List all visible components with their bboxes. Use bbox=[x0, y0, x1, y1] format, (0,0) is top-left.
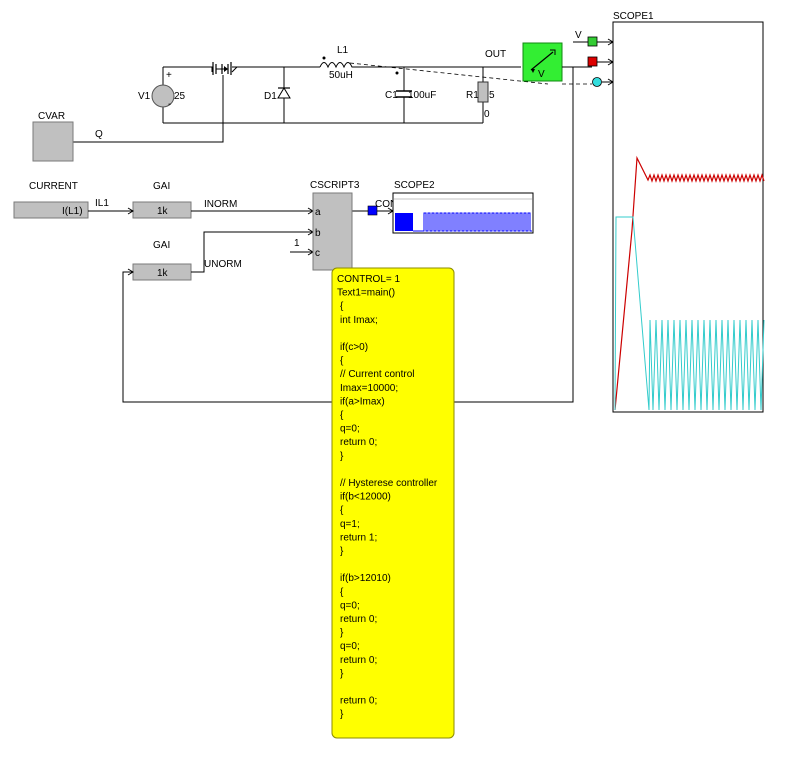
out-node-label: OUT bbox=[485, 49, 506, 60]
code-line: return 0; bbox=[340, 614, 377, 625]
code-line: { bbox=[340, 301, 344, 312]
gai2-value: 1k bbox=[157, 268, 169, 279]
v1-name: V1 bbox=[138, 91, 151, 102]
probe-lines bbox=[349, 62, 592, 85]
code-line: return 0; bbox=[340, 696, 377, 707]
code-line: return 1; bbox=[340, 532, 377, 543]
probe-red-square[interactable] bbox=[587, 56, 598, 67]
code-line: // Hysterese controller bbox=[340, 478, 438, 489]
gai1-output-label: INORM bbox=[204, 199, 237, 210]
code-line: q=1; bbox=[340, 519, 360, 530]
scope2-name: SCOPE2 bbox=[394, 180, 435, 191]
c1-name: C1 bbox=[385, 90, 398, 101]
code-line: } bbox=[340, 546, 344, 557]
capacitor-c1[interactable]: C1 100uF bbox=[385, 71, 436, 102]
gai1-name: GAI bbox=[153, 181, 170, 192]
power-circuit bbox=[73, 66, 521, 143]
scope2-initial-pulse bbox=[395, 213, 413, 231]
code-line: { bbox=[340, 356, 344, 367]
cscript-name: CSCRIPT3 bbox=[310, 180, 360, 191]
scope1-cyan-trace bbox=[614, 216, 765, 411]
scope1-probe-label: V bbox=[575, 30, 582, 41]
scope1-traces bbox=[614, 155, 765, 411]
v1-value: 25 bbox=[174, 91, 186, 102]
code-line: } bbox=[340, 709, 344, 720]
l1-value: 50uH bbox=[329, 70, 353, 81]
voltage-source-v1[interactable]: + - V1 25 bbox=[138, 70, 186, 110]
cvar-output-label: Q bbox=[95, 129, 103, 140]
code-line: if(b<12000) bbox=[340, 492, 391, 503]
code-line: } bbox=[340, 628, 344, 639]
v1-plus-sign: + bbox=[166, 70, 172, 81]
scope2-trace bbox=[395, 212, 532, 232]
code-line: if(c>0) bbox=[340, 342, 368, 353]
code-line: { bbox=[340, 410, 344, 421]
inductor-l1[interactable]: L1 50uH bbox=[319, 45, 358, 81]
code-line: Imax=10000; bbox=[340, 383, 398, 394]
scope1-inputs: V bbox=[573, 30, 614, 87]
r1-value: 5 bbox=[489, 90, 495, 101]
control-wires bbox=[88, 67, 574, 403]
code-line: { bbox=[340, 505, 344, 516]
code-line: } bbox=[340, 451, 344, 462]
current-block[interactable]: CURRENT I(L1) IL1 bbox=[13, 181, 109, 219]
r1-name: R1 bbox=[466, 90, 479, 101]
code-line: if(a>Imax) bbox=[340, 396, 385, 407]
current-output-label: IL1 bbox=[95, 198, 109, 209]
cscript-port-a: a bbox=[315, 207, 321, 218]
voltmeter-label: V bbox=[538, 69, 545, 80]
control-output-square[interactable] bbox=[367, 205, 378, 216]
ground-label: 0 bbox=[484, 109, 490, 120]
scope2-pulse-train bbox=[413, 212, 532, 232]
scope1-name: SCOPE1 bbox=[613, 11, 654, 22]
code-line: q=0; bbox=[340, 600, 360, 611]
current-name: CURRENT bbox=[29, 181, 78, 192]
cscript3-block[interactable]: CSCRIPT3 a b c 1 CONTROL bbox=[294, 180, 424, 271]
cscript-port-c: c bbox=[315, 248, 320, 259]
cvar-name: CVAR bbox=[38, 111, 65, 122]
code-note[interactable]: CONTROL= 1 Text1=main() { int Imax; if(c>0) {… bbox=[331, 267, 455, 739]
code-line: if(b>12010) bbox=[340, 573, 391, 584]
probe-cyan-dot[interactable] bbox=[592, 77, 602, 87]
code-line: return 0; bbox=[340, 437, 377, 448]
d1-name: D1 bbox=[264, 91, 277, 102]
code-line: return 0; bbox=[340, 655, 377, 666]
gai2-block[interactable]: GAI 1k UNORM bbox=[132, 240, 242, 281]
code-line: } bbox=[340, 668, 344, 679]
current-expr: I(L1) bbox=[62, 206, 83, 217]
code-line: q=0; bbox=[340, 641, 360, 652]
gai1-block[interactable]: GAI 1k INORM bbox=[132, 181, 237, 219]
scope1[interactable]: SCOPE1 bbox=[612, 11, 765, 413]
v1-minus-sign: - bbox=[168, 99, 171, 110]
cscript-port-b: b bbox=[315, 228, 321, 239]
scope1-red-trace bbox=[614, 155, 765, 411]
l1-name: L1 bbox=[337, 45, 349, 56]
code-line: { bbox=[340, 587, 344, 598]
code-line: CONTROL= 1 bbox=[337, 274, 401, 285]
code-line: int Imax; bbox=[340, 315, 378, 326]
code-line: q=0; bbox=[340, 424, 360, 435]
probe-green-square[interactable] bbox=[587, 36, 598, 47]
cvar-block[interactable]: CVAR Q bbox=[32, 111, 103, 162]
code-line: Text1=main() bbox=[337, 288, 395, 299]
code-line: // Current control bbox=[340, 369, 414, 380]
cscript-const-c: 1 bbox=[294, 238, 300, 249]
voltmeter[interactable]: V bbox=[522, 42, 592, 82]
resistor-r1[interactable]: R1 5 0 OUT bbox=[466, 49, 506, 120]
gai2-output-label: UNORM bbox=[204, 259, 242, 270]
diode-d1[interactable]: D1 bbox=[264, 87, 291, 102]
c1-value: 100uF bbox=[408, 90, 436, 101]
scope2[interactable]: SCOPE2 bbox=[392, 180, 534, 234]
gai2-name: GAI bbox=[153, 240, 170, 251]
code-lines: CONTROL= 1 Text1=main() { int Imax; if(c>0) {… bbox=[337, 274, 438, 720]
mosfet-switch[interactable] bbox=[207, 62, 239, 75]
gai1-value: 1k bbox=[157, 206, 169, 217]
